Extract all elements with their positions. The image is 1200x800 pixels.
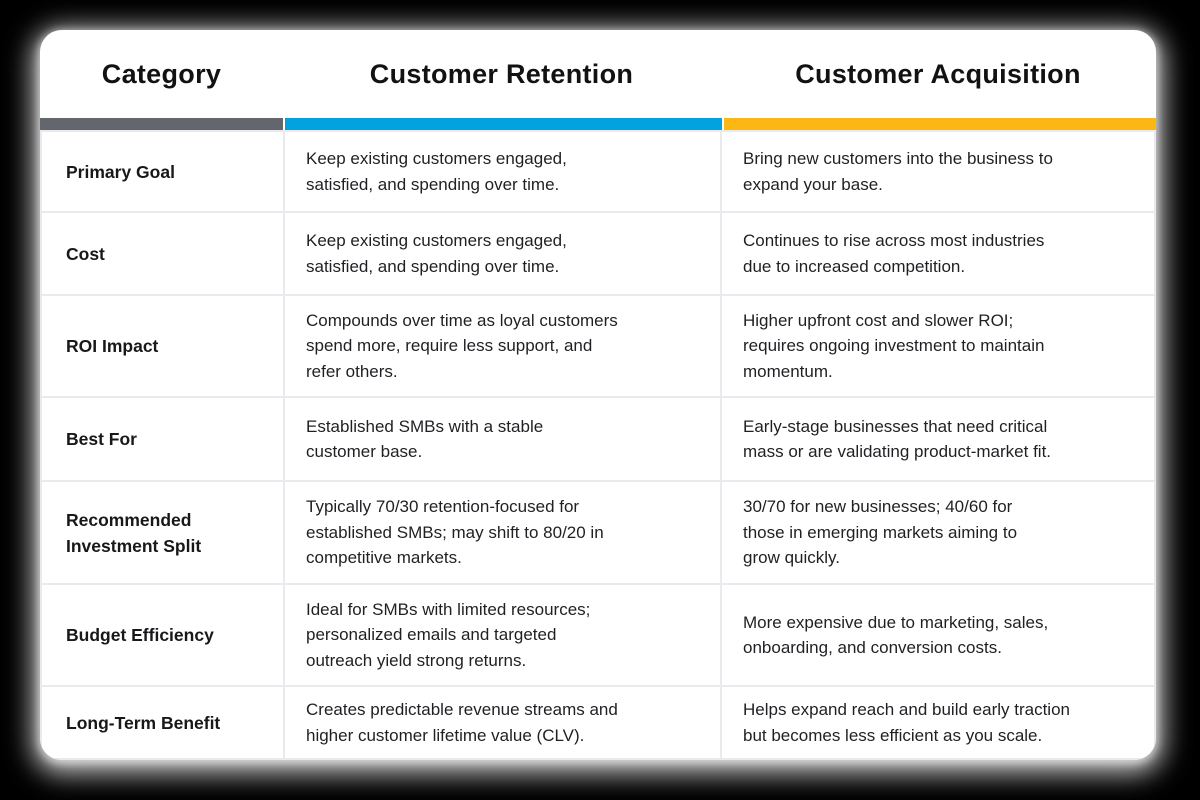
- table-cell-retention: Keep existing customers engaged, satisfi…: [285, 213, 720, 294]
- table-cell-acquisition: More expensive due to marketing, sales, …: [722, 585, 1154, 685]
- header-category: Category: [101, 58, 222, 89]
- row-label-recommended-investment-split: Recommended Investment Split: [42, 482, 283, 583]
- table-cell-retention: Established SMBs with a stable customer …: [285, 398, 720, 480]
- table-cell-acquisition: Helps expand reach and build early tract…: [722, 687, 1154, 758]
- table-cell-retention: Keep existing customers engaged, satisfi…: [285, 132, 720, 211]
- row-label-cost: Cost: [42, 213, 283, 294]
- comparison-table-card: Category Customer Retention Customer Acq…: [40, 30, 1156, 760]
- table-body: Primary Goal Keep existing customers eng…: [40, 130, 1156, 760]
- table-cell-retention: Creates predictable revenue streams and …: [285, 687, 720, 758]
- table-cell-retention: Compounds over time as loyal customers s…: [285, 296, 720, 396]
- header-customer-acquisition: Customer Acquisition: [795, 58, 1081, 89]
- accent-bar-retention: [285, 118, 722, 130]
- table-cell-acquisition: 30/70 for new businesses; 40/60 for thos…: [722, 482, 1154, 583]
- table-cell-acquisition: Continues to rise across most industries…: [722, 213, 1154, 294]
- header-customer-retention: Customer Retention: [369, 58, 634, 89]
- accent-bar-acquisition: [724, 118, 1156, 130]
- table-cell-acquisition: Early-stage businesses that need critica…: [722, 398, 1154, 480]
- row-label-best-for: Best For: [42, 398, 283, 480]
- table-cell-acquisition: Bring new customers into the business to…: [722, 132, 1154, 211]
- table-cell-retention: Ideal for SMBs with limited resources; p…: [285, 585, 720, 685]
- row-label-primary-goal: Primary Goal: [42, 132, 283, 211]
- accent-bar-category: [40, 118, 283, 130]
- table-cell-retention: Typically 70/30 retention-focused for es…: [285, 482, 720, 583]
- table-cell-acquisition: Higher upfront cost and slower ROI; requ…: [722, 296, 1154, 396]
- row-label-long-term-benefit: Long-Term Benefit: [42, 687, 283, 758]
- row-label-budget-efficiency: Budget Efficiency: [42, 585, 283, 685]
- table-header-row: Category Customer Retention Customer Acq…: [40, 30, 1156, 118]
- accent-bar-row: [40, 118, 1156, 130]
- row-label-roi-impact: ROI Impact: [42, 296, 283, 396]
